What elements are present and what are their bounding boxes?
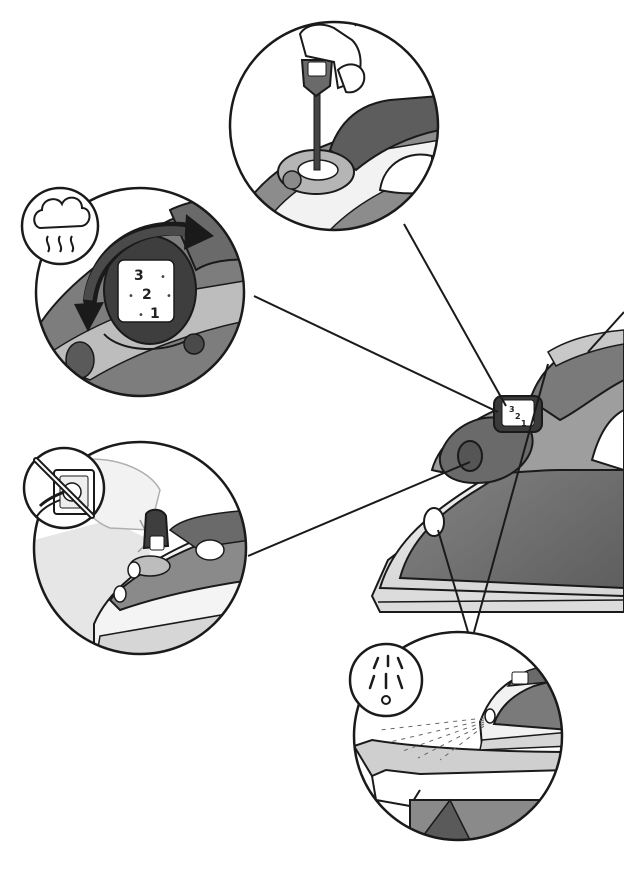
left-dial-label-2: 2 xyxy=(142,287,152,303)
fill-water-callout xyxy=(24,440,250,660)
main-dial-label-2: 2 xyxy=(515,412,521,421)
svg-text:•: • xyxy=(166,291,172,302)
steam-cloud-icon xyxy=(22,188,98,264)
main-iron-fill-cap xyxy=(424,508,444,536)
svg-text:•: • xyxy=(160,272,166,283)
no-plug-icon xyxy=(24,448,104,528)
steam-control-callout: 3 2 1 • • • • xyxy=(22,188,250,400)
left-dial-label-3: 3 xyxy=(134,268,144,284)
left-dial-label-1: 1 xyxy=(150,306,160,322)
anti-scale-valve-callout xyxy=(230,17,440,240)
main-iron: 3 2 1 xyxy=(372,330,624,612)
main-dial-label-3: 3 xyxy=(509,405,515,414)
leader-line-top xyxy=(404,224,506,406)
spray-callout xyxy=(350,632,570,840)
svg-text:•: • xyxy=(138,310,144,321)
spray-drops-icon xyxy=(350,644,422,716)
leader-line-steam xyxy=(254,296,498,412)
svg-text:•: • xyxy=(128,291,134,302)
main-dial-label-1: 1 xyxy=(521,419,527,428)
